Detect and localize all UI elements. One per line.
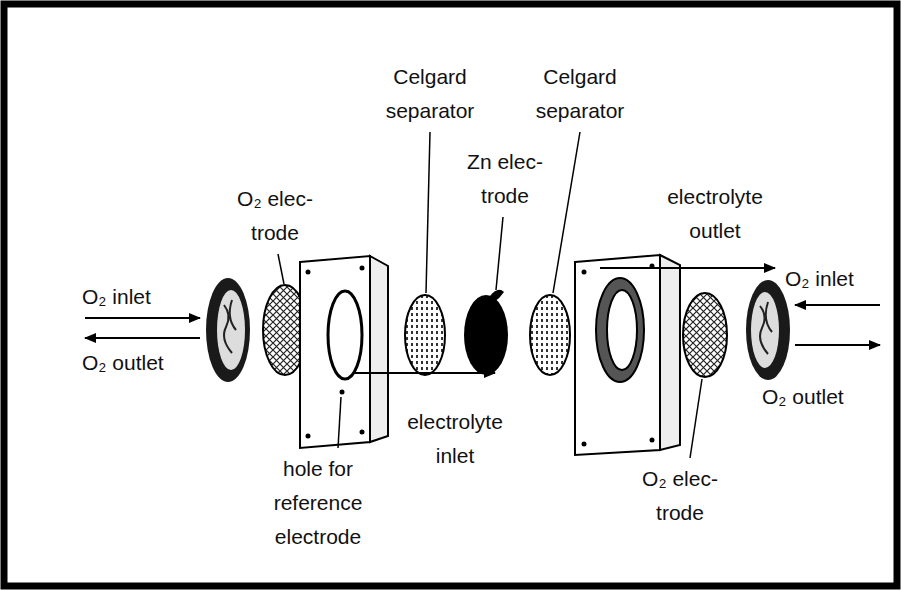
o2-electrode <box>683 293 727 377</box>
end-plate <box>300 256 388 448</box>
separator-disc <box>530 295 570 375</box>
end-cap <box>746 280 790 380</box>
flow-label: O₂ outlet <box>82 350 164 375</box>
end-cap <box>206 278 250 382</box>
leader-lines <box>278 132 702 458</box>
end-plate <box>575 255 680 455</box>
flow-label: electrolyte outlet <box>653 180 778 248</box>
flow-label: O₂ inlet <box>785 266 854 291</box>
part-label: O₂ elec- trode <box>635 462 725 530</box>
part-label: hole for reference electrode <box>263 452 373 554</box>
flow-label: O₂ inlet <box>82 284 151 309</box>
flow-label: electrolyte inlet <box>393 405 518 473</box>
part-label: O₂ elec- trode <box>230 182 320 250</box>
part-label: Zn elec- trode <box>465 145 545 213</box>
part-label: Celgard separator <box>525 60 635 128</box>
part-label: Celgard separator <box>375 60 485 128</box>
flow-label: O₂ outlet <box>762 384 844 409</box>
frame <box>4 4 897 586</box>
separator-disc <box>405 295 445 375</box>
zn-electrode <box>464 290 508 375</box>
